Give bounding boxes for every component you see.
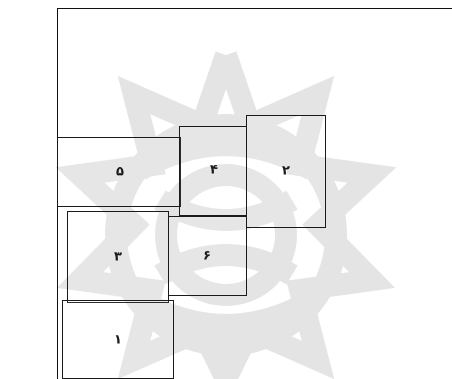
top-axis-line [57, 8, 452, 9]
box-1-label: ۱ [114, 334, 122, 347]
box-3-label: ۳ [114, 251, 122, 264]
box-6-label: ۶ [203, 250, 211, 263]
box-4-label: ۴ [210, 164, 218, 177]
box-2-label: ۲ [282, 165, 290, 178]
box-5-label: ۵ [116, 166, 124, 179]
